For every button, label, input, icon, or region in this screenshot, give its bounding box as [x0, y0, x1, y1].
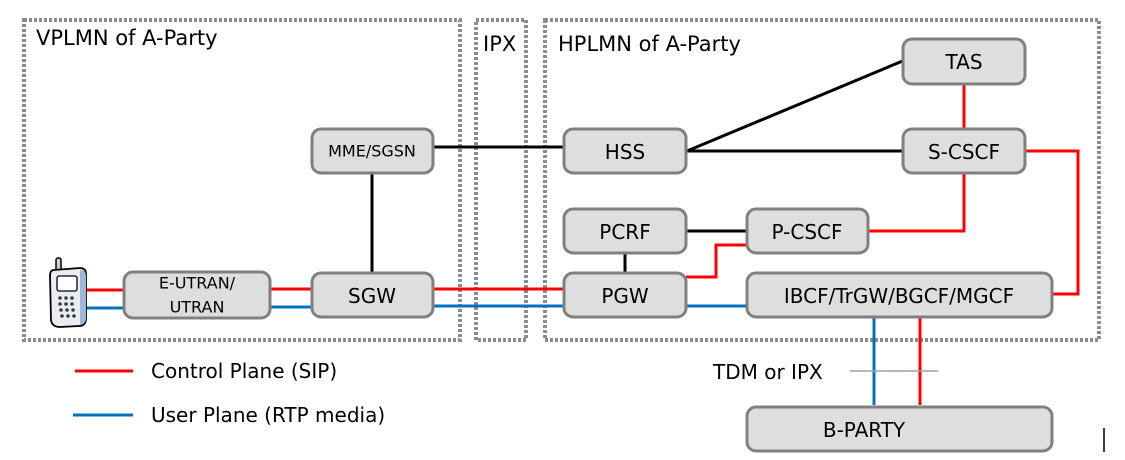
node-label-ibcf: IBCF/TrGW/BGCF/MGCF [784, 284, 1014, 308]
node-hss[interactable]: HSS [562, 127, 688, 175]
zone-vplmn [22, 18, 462, 342]
node-e-utran[interactable]: E-UTRAN/ UTRAN [122, 270, 272, 320]
legend-label-user-plane: User Plane (RTP media) [151, 403, 385, 427]
node-label-hss: HSS [605, 140, 645, 164]
node-tas[interactable]: TAS [901, 37, 1027, 86]
node-mme-sgsn[interactable]: MME/SGSN [310, 127, 435, 175]
legend-label-control-plane: Control Plane (SIP) [151, 359, 337, 383]
node-label-tas: TAS [944, 50, 982, 74]
zone-hplmn [543, 18, 1101, 342]
cp-link-pcscf-scscf [868, 173, 966, 233]
zone-label-hplmn: HPLMN of A-Party [558, 32, 741, 56]
node-label-p-cscf: P-CSCF [772, 220, 843, 244]
node-label-pgw: PGW [601, 284, 649, 308]
node-sgw[interactable]: SGW [310, 271, 435, 319]
link-hss-tas [686, 58, 906, 153]
node-label-mme-sgsn: MME/SGSN [328, 142, 416, 161]
node-ibcf[interactable]: IBCF/TrGW/BGCF/MGCF [745, 271, 1054, 319]
node-label-sgw: SGW [348, 284, 396, 308]
cp-link-scscf-ibcf [1025, 149, 1080, 296]
node-label-pcrf: PCRF [599, 220, 650, 244]
zone-ipx [474, 18, 528, 342]
node-label-e-utran-line1: E-UTRAN/ [159, 274, 236, 293]
node-label-e-utran-line2: UTRAN [170, 298, 225, 317]
node-pcrf[interactable]: PCRF [562, 207, 688, 255]
node-b-party[interactable]: B-PARTY [745, 405, 1054, 453]
node-p-cscf[interactable]: P-CSCF [745, 207, 870, 255]
node-pgw[interactable]: PGW [562, 271, 688, 319]
legend: Control Plane (SIP) User Plane (RTP medi… [73, 359, 385, 427]
cp-link-pgw-pcscf [686, 243, 748, 279]
mobile-phone-icon [49, 257, 87, 328]
node-label-b-party: B-PARTY [823, 418, 906, 442]
node-s-cscf[interactable]: S-CSCF [901, 127, 1027, 175]
zone-label-vplmn: VPLMN of A-Party [36, 26, 218, 50]
zone-label-ipx: IPX [483, 32, 516, 56]
node-label-s-cscf: S-CSCF [928, 140, 1000, 164]
tdm-ipx-label: TDM or IPX [712, 360, 823, 384]
